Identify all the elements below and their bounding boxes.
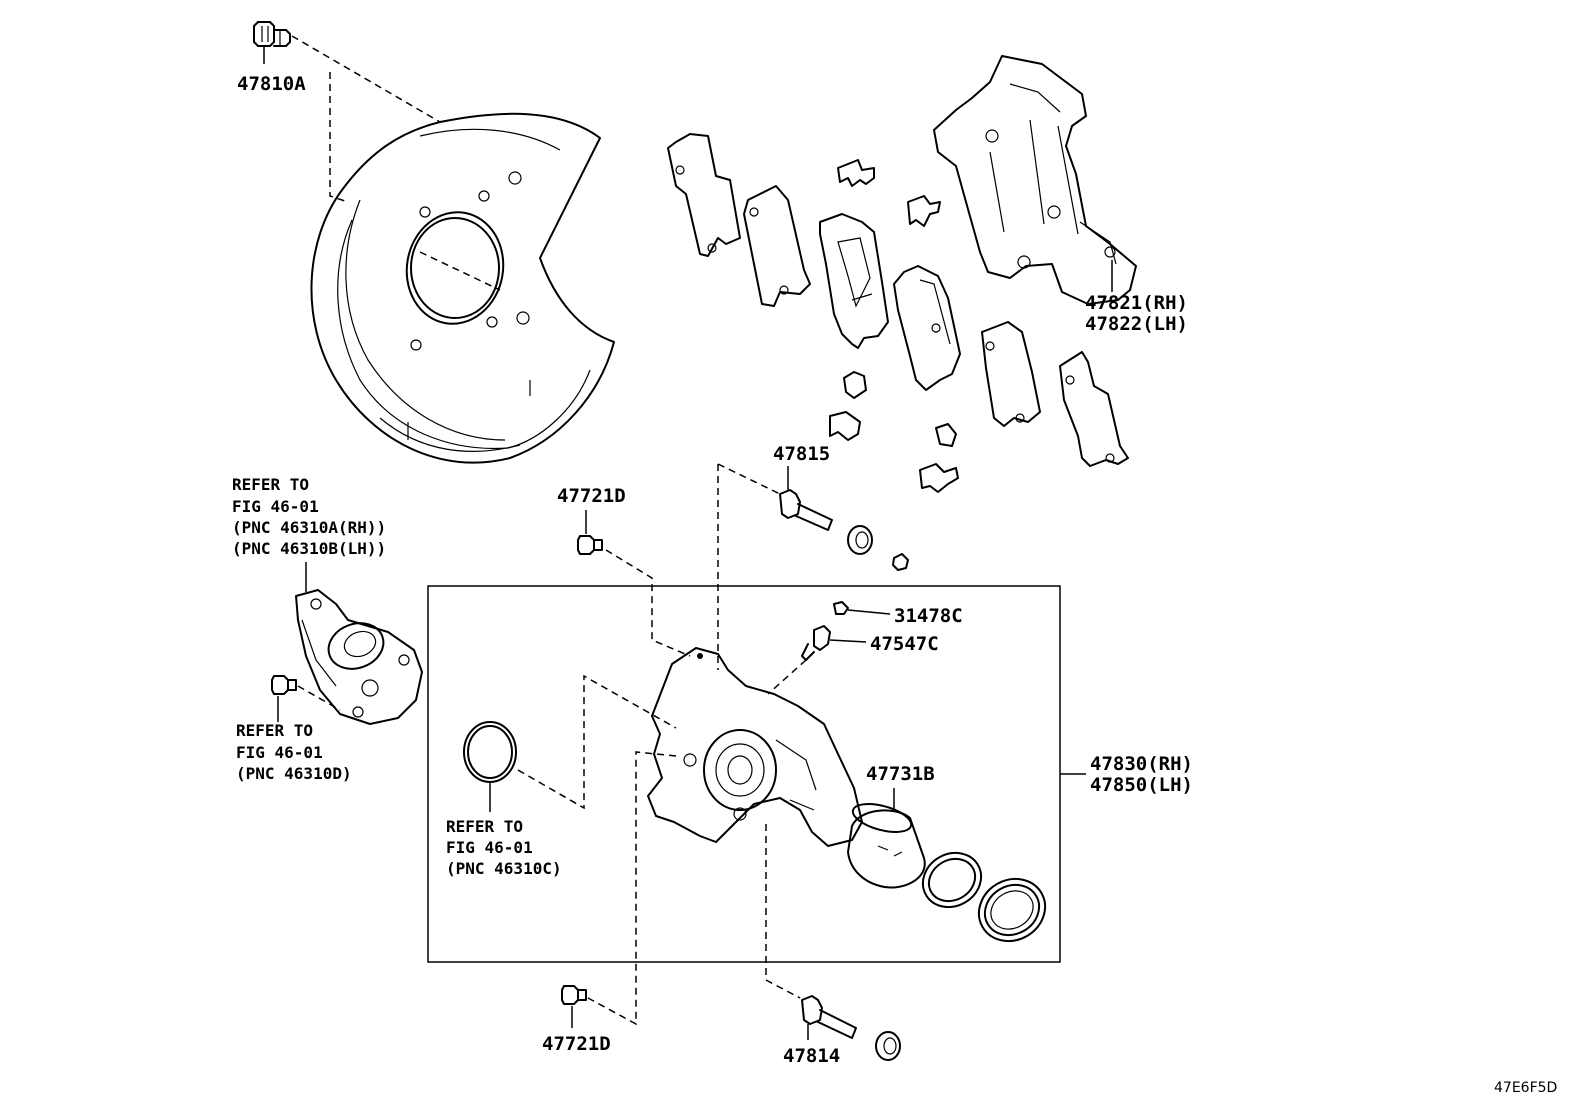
bolt-47721D-bottom-icon[interactable] <box>561 985 587 1005</box>
pad-shim-outer-2-icon[interactable] <box>1059 351 1129 467</box>
guide-pin-47815-icon[interactable] <box>779 489 833 531</box>
parking-brake-actuator-icon[interactable] <box>295 589 423 725</box>
caliper-assembly-box <box>427 585 1061 963</box>
bolt-47810A-icon[interactable] <box>253 21 291 64</box>
refer-note-1: REFER TO FIG 46-01 (PNC 46310A(RH)) (PNC… <box>232 475 386 558</box>
bleeder-screw-47547C-icon[interactable] <box>801 625 831 661</box>
dashline-o-ring <box>517 674 677 810</box>
dashline-47721D-top <box>605 549 691 657</box>
pad-shim-outer-icon[interactable] <box>667 133 741 257</box>
brake-pad-inner-icon[interactable] <box>893 265 961 391</box>
label-47721D-top[interactable]: 47721D <box>557 485 626 507</box>
label-47830[interactable]: 47830(RH) <box>1090 753 1193 775</box>
label-47721D-bottom[interactable]: 47721D <box>542 1033 611 1055</box>
svg-text:(PNC 46310C): (PNC 46310C) <box>446 859 562 878</box>
label-47815[interactable]: 47815 <box>773 443 830 465</box>
dashline-47810A <box>291 35 441 203</box>
dashline-actuator-bolt <box>297 685 341 711</box>
caliper-body-icon[interactable] <box>647 647 863 847</box>
dashline-shield-center <box>419 251 501 291</box>
svg-text:FIG 46-01: FIG 46-01 <box>232 497 319 516</box>
dashline-bleeder <box>767 659 807 695</box>
label-47821[interactable]: 47821(RH) <box>1085 292 1188 314</box>
leader-47547C <box>829 639 867 643</box>
pad-support-plate-top-1-icon[interactable] <box>837 159 875 187</box>
label-47547C[interactable]: 47547C <box>870 633 939 655</box>
label-47731B[interactable]: 47731B <box>866 763 935 785</box>
leader-31478C <box>847 609 891 615</box>
dashline-caliper-pin <box>765 824 801 999</box>
pad-clip-1-icon[interactable] <box>843 371 867 399</box>
svg-text:REFER TO: REFER TO <box>232 475 309 494</box>
brake-pad-outer-icon[interactable] <box>819 213 889 349</box>
figure-code: 47E6F5D <box>1494 1080 1557 1096</box>
label-47814[interactable]: 47814 <box>783 1045 840 1067</box>
dashline-47815 <box>717 463 781 670</box>
label-47850[interactable]: 47850(LH) <box>1090 774 1193 796</box>
caliper-mounting-bracket-icon[interactable] <box>933 55 1137 305</box>
bleeder-cap-31478C-icon[interactable] <box>833 601 849 615</box>
pad-shim-inner-2-icon[interactable] <box>981 321 1041 427</box>
label-31478C[interactable]: 31478C <box>894 605 963 627</box>
bolt-47721D-top-icon[interactable] <box>577 535 603 555</box>
o-ring-icon[interactable] <box>463 721 517 812</box>
svg-text:REFER TO: REFER TO <box>236 721 313 740</box>
svg-text:FIG 46-01: FIG 46-01 <box>446 838 533 857</box>
dashline-47721D-bottom <box>587 751 677 1026</box>
guide-pin-boot-upper-icon[interactable] <box>847 525 873 555</box>
pad-clip-2-icon[interactable] <box>935 423 957 447</box>
svg-text:FIG 46-01: FIG 46-01 <box>236 743 323 762</box>
svg-text:REFER TO: REFER TO <box>446 817 523 836</box>
svg-text:(PNC 46310D): (PNC 46310D) <box>236 764 352 783</box>
refer-note-2: REFER TO FIG 46-01 (PNC 46310D) <box>236 721 352 783</box>
piston-seal-icon[interactable] <box>913 842 991 917</box>
bushing-upper-icon[interactable] <box>892 553 909 571</box>
pad-support-plate-top-2-icon[interactable] <box>907 195 941 227</box>
pad-support-plate-bottom-1-icon[interactable] <box>829 411 861 441</box>
bolt-actuator-icon[interactable] <box>271 675 297 695</box>
svg-text:(PNC 46310A(RH)): (PNC 46310A(RH)) <box>232 518 386 537</box>
guide-pin-47814-icon[interactable] <box>801 995 857 1039</box>
piston-47731B-icon[interactable] <box>847 799 926 889</box>
dust-shield-icon[interactable] <box>310 112 615 464</box>
svg-text:(PNC 46310B(LH)): (PNC 46310B(LH)) <box>232 539 386 558</box>
pad-support-plate-bottom-2-icon[interactable] <box>919 463 959 493</box>
label-47810A[interactable]: 47810A <box>237 73 306 95</box>
guide-pin-boot-lower-icon[interactable] <box>875 1031 901 1061</box>
label-47822[interactable]: 47822(LH) <box>1085 313 1188 335</box>
pad-shim-inner-icon[interactable] <box>743 185 811 307</box>
cylinder-boot-icon[interactable] <box>968 867 1057 953</box>
refer-note-3: REFER TO FIG 46-01 (PNC 46310C) <box>446 817 562 878</box>
